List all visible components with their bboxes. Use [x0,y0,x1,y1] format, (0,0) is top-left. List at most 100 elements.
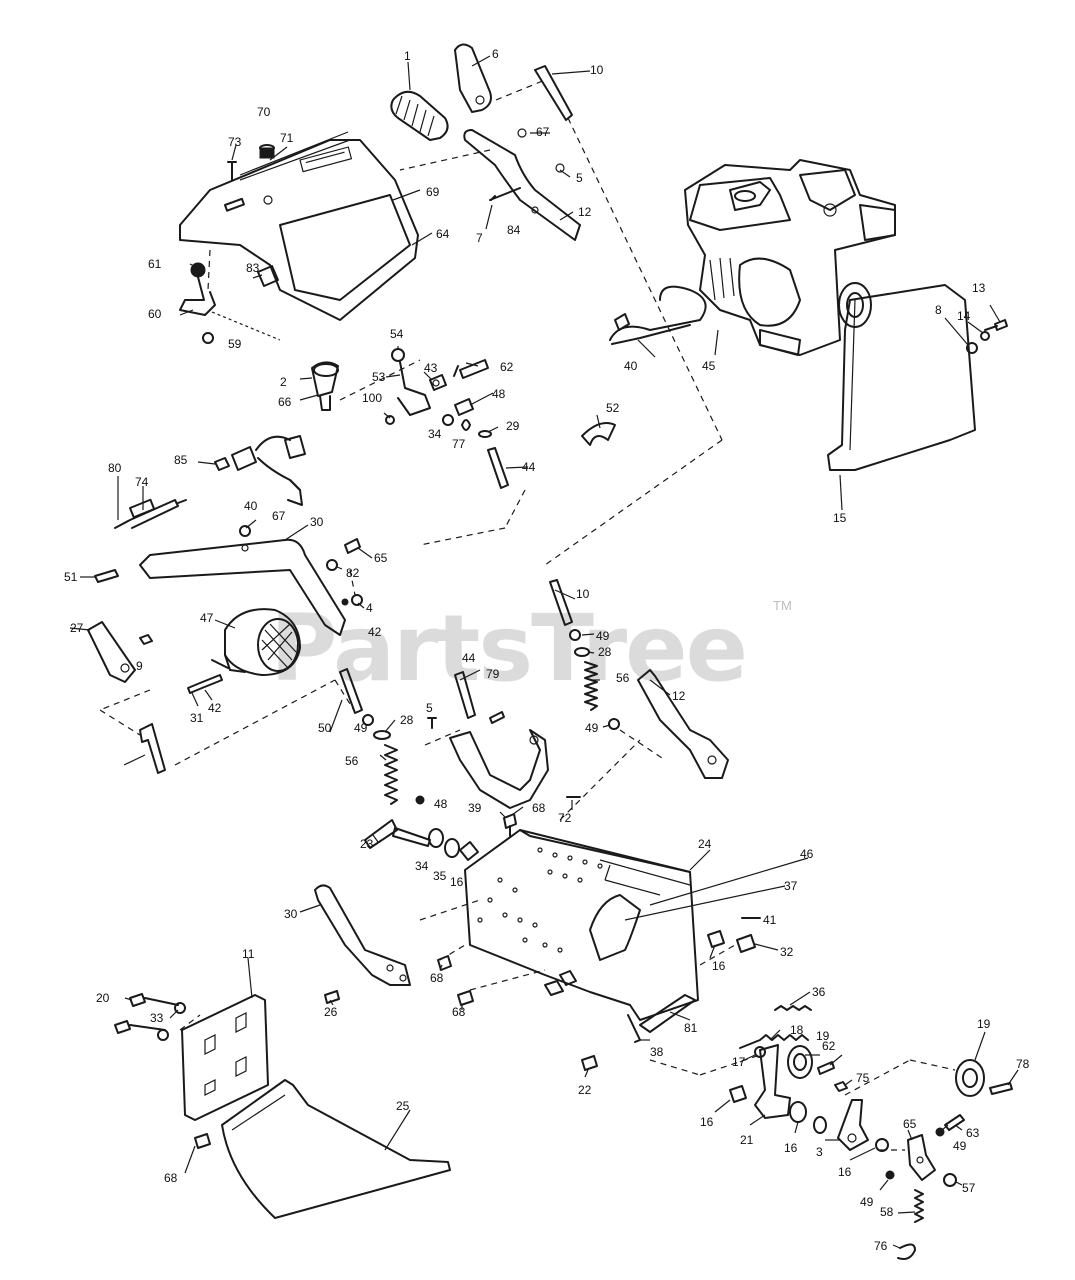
callout: 62 [822,1039,836,1053]
callout: 42 [368,625,382,639]
callout: 24 [698,837,712,851]
callout: 34 [415,859,429,873]
callout: 49 [596,629,610,643]
spring-56-b [584,661,598,711]
bolt-68-left [437,955,452,971]
callout: 46 [800,847,814,861]
callout: 15 [833,511,847,525]
handle-lever [454,43,546,113]
callout: 48 [492,387,506,401]
callout: 18 [790,1023,804,1037]
callout: 49 [953,1139,967,1153]
bolt-62-low [817,1061,835,1075]
callout: 76 [874,1239,888,1253]
washer-29 [478,430,492,438]
callout: 100 [362,391,382,405]
callout: 60 [148,307,162,321]
callout: 16 [450,875,464,889]
watermark: PartsTree [270,595,746,702]
washer-8 [966,342,978,354]
callout: 50 [318,721,332,735]
bushing-48 [454,398,474,416]
callout: 36 [812,985,826,999]
callout: 11 [242,947,255,961]
handle-grip [390,90,449,141]
callout: 61 [148,257,162,271]
callout: 1 [404,49,411,63]
fuse-holder-74 [114,498,187,529]
callout: 28 [598,645,612,659]
upper-handle-12 [463,128,581,241]
callout: 2 [280,375,287,389]
handle-12-lower [637,669,729,779]
callout: 30 [284,907,298,921]
belt-cover-15 [827,284,976,471]
callout: 75 [856,1071,870,1085]
callout: 80 [108,461,122,475]
callout: 29 [506,419,520,433]
callout: 82 [346,566,360,580]
dash-panel-69 [179,131,419,321]
nut-48-a [415,795,425,805]
callout: 47 [200,611,214,625]
arm-21 [754,1044,791,1119]
callout: 8 [935,303,942,317]
callout: 53 [372,370,386,384]
callout: 65 [903,1117,917,1131]
callout: 16 [700,1115,714,1129]
callout: 56 [616,671,630,685]
callout: 74 [135,475,149,489]
washer-14 [980,331,990,341]
callout: 40 [244,499,258,513]
callout: 70 [257,105,271,119]
callout: 45 [702,359,716,373]
callout: 5 [426,701,433,715]
callout: 68 [164,1171,178,1185]
assembly-guide-lines [99,117,956,1151]
callout: 84 [507,223,521,237]
handle-30-lower [314,884,411,986]
callout: 12 [578,205,592,219]
callout: 32 [780,945,794,959]
washer-28-a [373,730,391,740]
watermark-trademark: TM [773,598,792,613]
callout: 85 [174,453,188,467]
nut-49-c [608,718,620,730]
callout: 41 [763,913,777,927]
spring-18 [739,1034,809,1049]
callout: 25 [396,1099,410,1113]
washer-57 [943,1173,957,1187]
washer-34-top [442,414,454,426]
crank-23 [364,819,431,849]
callout: 13 [972,281,986,295]
callout: 9 [136,659,143,673]
bracket-53 [391,348,431,416]
screw-73 [227,161,237,181]
bolt-42-light [187,674,223,694]
callout: 30 [310,515,324,529]
callout: 59 [228,337,242,351]
washer-35 [444,838,460,858]
callout: 10 [576,587,590,601]
washer-42-top [341,598,349,606]
nut-4 [351,594,363,606]
spring-58 [914,1189,924,1223]
nut-49-e [885,1170,895,1180]
bushing-16-c [729,1085,747,1103]
washer-16-d [789,1101,807,1123]
callout: 79 [486,667,500,681]
callout: 19 [816,1029,830,1043]
bolt-20-b [114,1020,166,1034]
callout: 68 [532,801,546,815]
bolt-13 [984,319,1008,331]
callout: 65 [374,551,388,565]
callout: 10 [590,63,604,77]
callout: 4 [366,601,373,615]
callout: 83 [246,261,260,275]
callout: 23 [360,837,374,851]
callout: 44 [462,651,476,665]
bolt-5-mid [427,717,437,729]
bracket-65 [907,1134,936,1181]
callout: 62 [500,360,514,374]
